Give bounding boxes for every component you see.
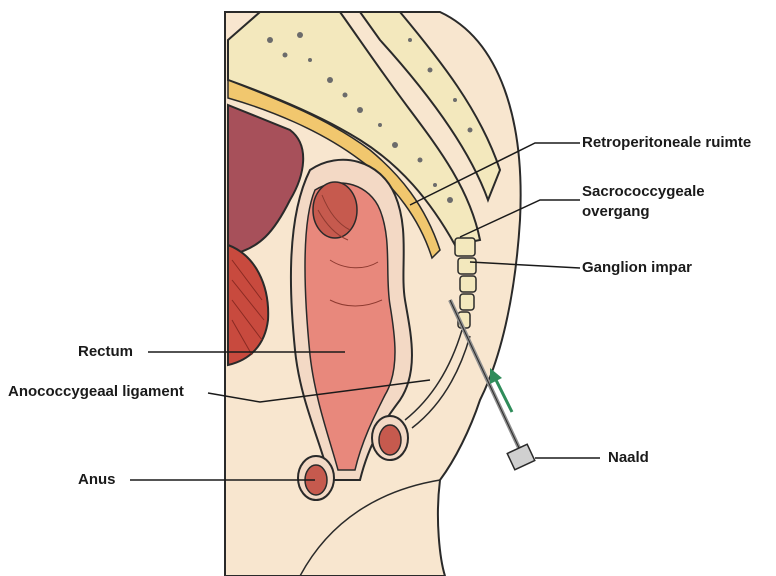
label-anococcygeal-ligament: Anococcygeaal ligament — [8, 383, 184, 401]
label-ganglion-impar: Ganglion impar — [582, 259, 692, 277]
sphincter-right — [372, 416, 408, 460]
label-needle: Naald — [608, 449, 649, 467]
label-rectum: Rectum — [78, 343, 133, 361]
label-anus: Anus — [78, 471, 116, 489]
rectal-ampulla — [313, 182, 357, 238]
label-retroperitoneal: Retroperitoneale ruimte — [582, 134, 751, 152]
sphincter-left — [298, 456, 334, 500]
label-sacrococcygeal: Sacrococcygeale overgang — [582, 182, 705, 222]
